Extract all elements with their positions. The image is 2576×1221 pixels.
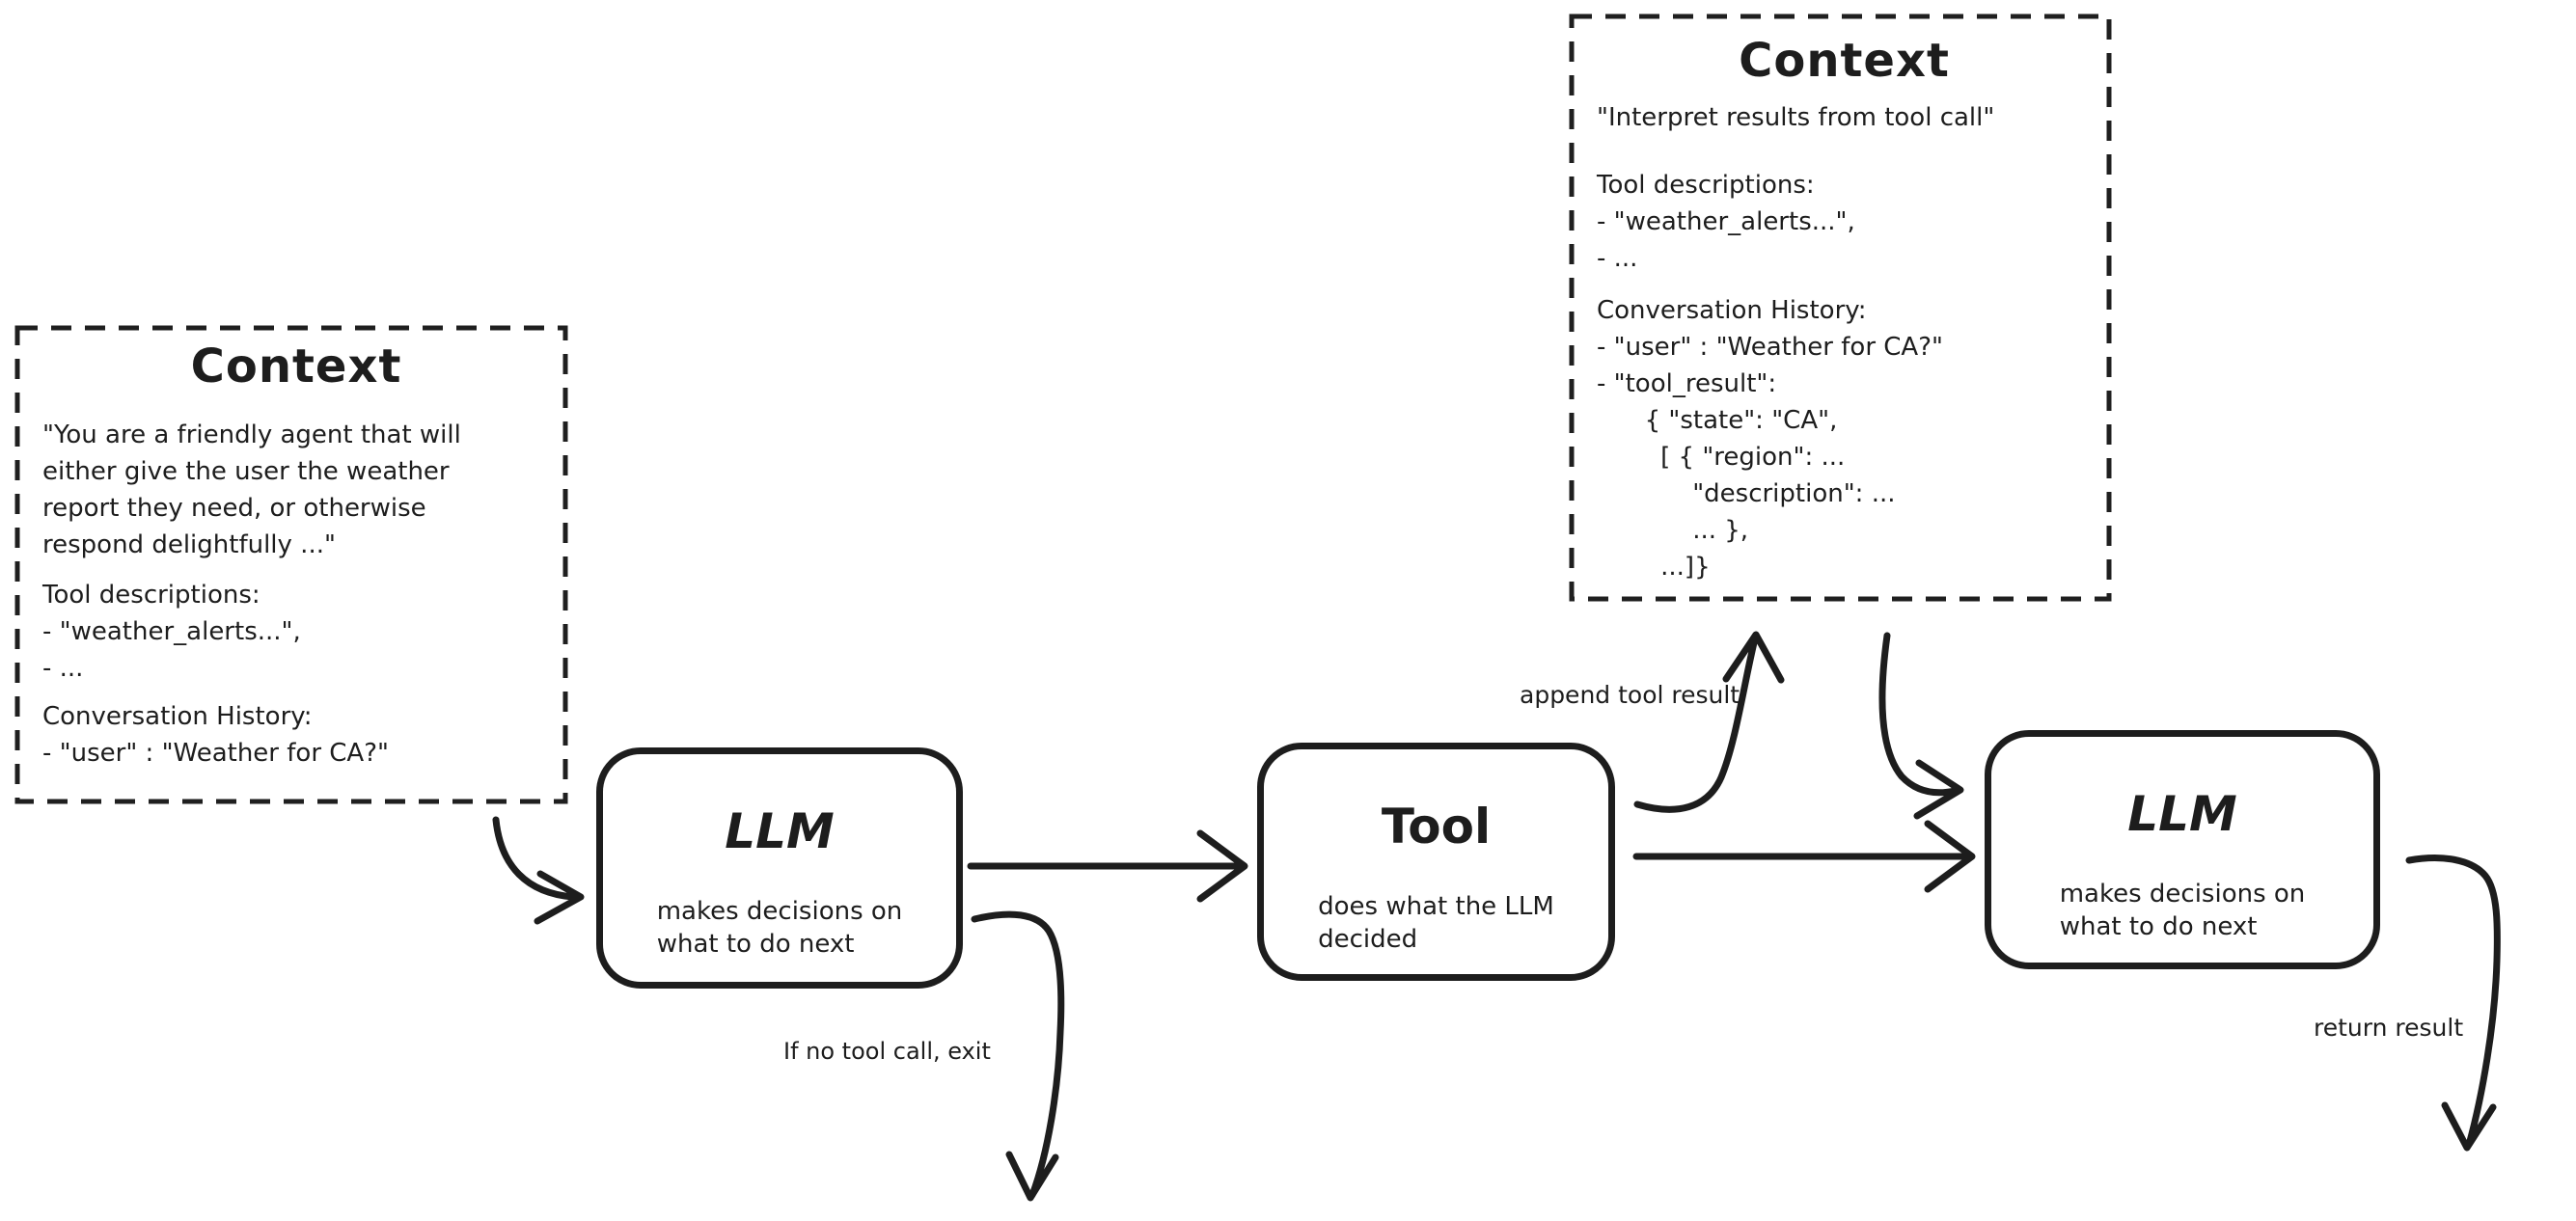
arrow-tool-to-context-top-icon	[1633, 631, 1785, 813]
context-left-system-prompt: "You are a friendly agent that will eith…	[42, 421, 461, 559]
context-top-tool-descriptions: Tool descriptions: - "weather_alerts..."…	[1597, 171, 1855, 273]
context-left-title: Context	[190, 339, 402, 393]
context-left-conversation-history: Conversation History: - "user" : "Weathe…	[42, 702, 389, 768]
tool-node-subtitle: does what the LLM decided	[1318, 892, 1554, 954]
arrow-llm2-return-icon	[2405, 855, 2501, 1152]
context-box-top: Context "Interpret results from tool cal…	[1570, 14, 2111, 603]
llm-node-2-title: LLM	[2127, 786, 2237, 842]
context-top-title: Context	[1739, 34, 1950, 88]
context-box-left: Context "You are a friendly agent that w…	[15, 326, 569, 803]
arrow-context-left-to-llm1-icon	[492, 816, 585, 925]
llm-node-1-title: LLM	[725, 803, 835, 859]
tool-node: Tool does what the LLM decided	[1257, 743, 1615, 981]
llm-node-1-subtitle: makes decisions on what to do next	[656, 897, 903, 959]
return-result-label: return result	[2314, 1014, 2464, 1042]
arrow-llm1-to-tool-icon	[967, 829, 1248, 903]
no-tool-call-exit-label: If no tool call, exit	[783, 1038, 991, 1065]
llm-node-2: LLM makes decisions on what to do next	[1985, 730, 2380, 969]
arrow-tool-to-llm2-icon	[1632, 820, 1976, 893]
context-left-tool-descriptions: Tool descriptions: - "weather_alerts..."…	[42, 581, 301, 683]
context-top-system-prompt: "Interpret results from tool call"	[1597, 103, 1995, 132]
context-top-conversation-history: Conversation History: - "user" : "Weathe…	[1597, 296, 1943, 582]
append-tool-result-label: append tool result	[1520, 681, 1740, 709]
llm-node-2-subtitle: makes decisions on what to do next	[2059, 880, 2306, 941]
arrow-context-top-to-llm2-icon	[1878, 632, 1964, 820]
tool-node-title: Tool	[1381, 799, 1492, 855]
llm-node-1: LLM makes decisions on what to do next	[596, 747, 963, 989]
